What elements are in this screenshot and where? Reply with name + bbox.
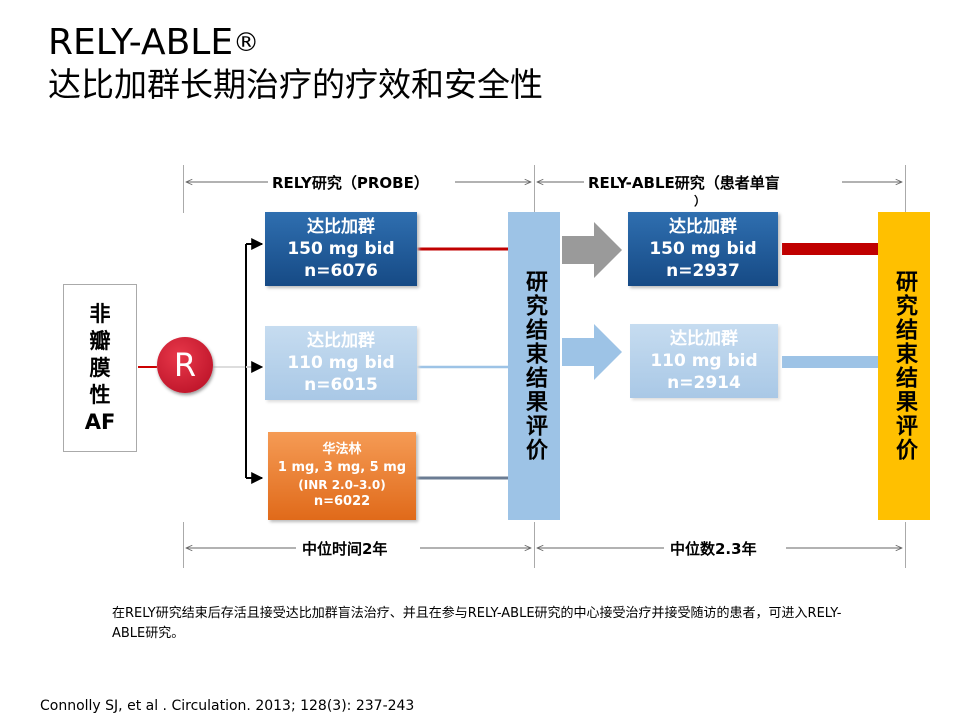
rely-arm-dabigatran-110: 达比加群 110 mg bid n=6015: [265, 326, 417, 400]
median-rely-able-label: 中位数2.3年: [666, 538, 761, 559]
guide-line-left-bottom: [183, 522, 184, 568]
rely-able-arm-dabigatran-150: 达比加群 150 mg bid n=2937: [628, 212, 778, 286]
rely-able-study-label-cont: ）: [694, 192, 707, 209]
rely-able-end-evaluation-bar: 研究结束结果评价: [878, 212, 930, 520]
patient-box: 非 瓣 膜 性 AF: [63, 284, 137, 452]
rely-able-study-label: RELY-ABLE研究（患者单盲: [584, 172, 784, 193]
guide-line-right: [905, 165, 906, 213]
median-rely-label: 中位时间2年: [298, 538, 392, 559]
guide-line-mid: [534, 165, 535, 213]
rely-end-evaluation-bar: 研究结束结果评价: [508, 212, 560, 520]
guide-line-right-bottom: [905, 522, 906, 568]
rely-able-arm-dabigatran-110: 达比加群 110 mg bid n=2914: [630, 324, 778, 398]
rely-arm-dabigatran-150: 达比加群 150 mg bid n=6076: [265, 212, 417, 286]
citation: Connolly SJ, et al . Circulation. 2013; …: [40, 698, 415, 714]
guide-line-left: [183, 165, 184, 213]
rely-arm-warfarin: 华法林 1 mg, 3 mg, 5 mg (INR 2.0–3.0) n=602…: [268, 432, 416, 520]
big-arrow-blue: [562, 324, 622, 380]
slide-subtitle: 达比加群长期治疗的疗效和安全性: [48, 65, 543, 104]
rely-study-label: RELY研究（PROBE）: [268, 172, 433, 193]
big-arrow-gray: [562, 222, 622, 278]
randomization-circle: R: [157, 337, 213, 393]
guide-line-mid-bottom: [534, 522, 535, 568]
able-arm2-bar: [782, 356, 878, 368]
slide-title: RELY-ABLE®: [48, 22, 260, 63]
able-arm1-bar: [782, 243, 878, 255]
registered-mark: ®: [233, 28, 260, 58]
footnote: 在RELY研究结束后存活且接受达比加群盲法治疗、并且在参与RELY-ABLE研究…: [112, 606, 842, 641]
